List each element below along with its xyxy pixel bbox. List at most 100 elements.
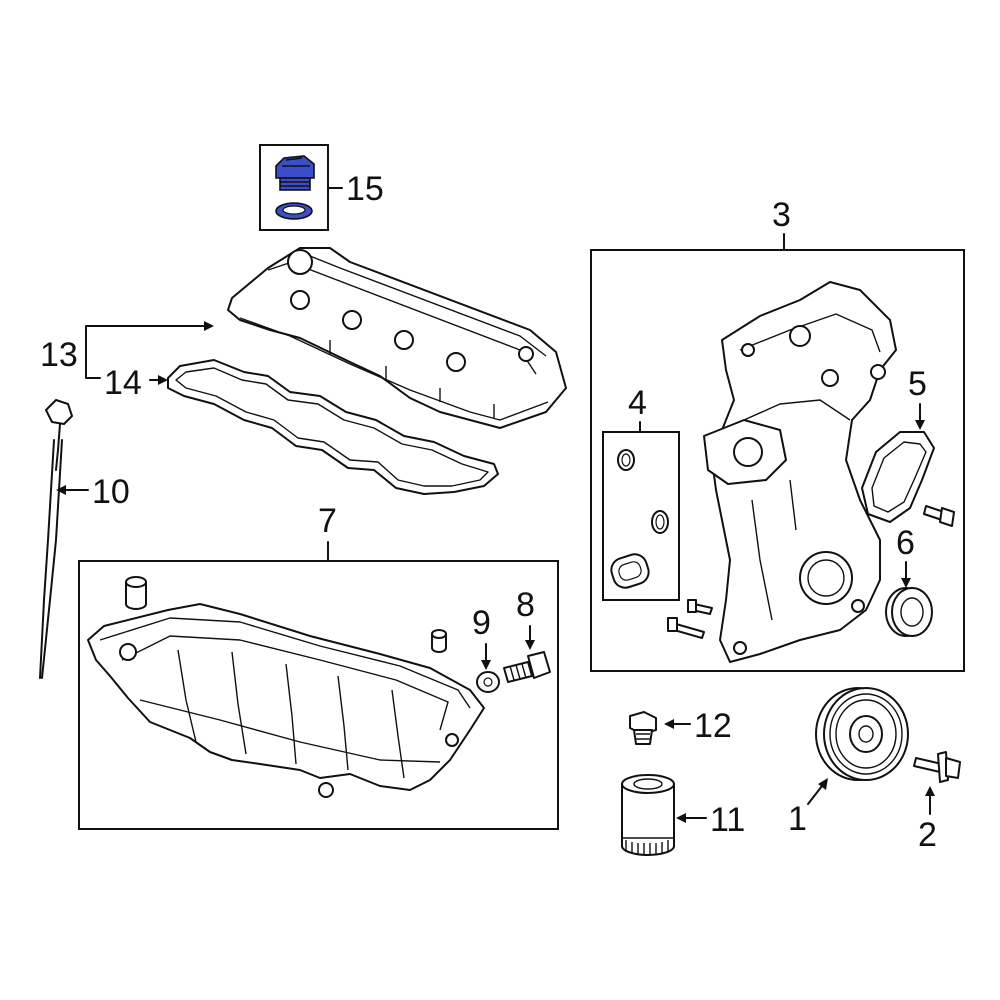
filter-can bbox=[621, 783, 675, 856]
o-ring-1-hole bbox=[621, 453, 631, 467]
oil-pan-rim bbox=[99, 617, 471, 709]
arrow-10 bbox=[56, 485, 66, 495]
label-10: 10 bbox=[92, 473, 130, 511]
drain-plug-gasket[interactable] bbox=[476, 671, 500, 693]
plug-head bbox=[527, 651, 551, 679]
oil-filler-cap[interactable] bbox=[259, 144, 329, 231]
bracket-13 bbox=[85, 325, 207, 379]
pulley-groove-2 bbox=[835, 699, 897, 769]
plug-well-1 bbox=[290, 290, 310, 310]
cover-boss-1 bbox=[789, 325, 811, 347]
o-ring-set[interactable] bbox=[608, 449, 669, 591]
label-6: 6 bbox=[896, 524, 915, 562]
label-2: 2 bbox=[918, 816, 937, 854]
oil-pan-hole-3 bbox=[445, 733, 459, 747]
label-15: 15 bbox=[346, 170, 384, 208]
pulley-groove-1 bbox=[829, 693, 903, 775]
valve-cover-gasket[interactable] bbox=[167, 359, 499, 495]
arrow-5 bbox=[915, 420, 925, 430]
cap-grip bbox=[282, 157, 310, 167]
oil-pan-sump-line bbox=[139, 699, 441, 763]
valve-cover[interactable] bbox=[227, 247, 567, 429]
oil-pan-inner-rim bbox=[121, 635, 449, 731]
arrow-8 bbox=[525, 640, 535, 650]
plate-body bbox=[861, 431, 935, 523]
switch-thread-lines bbox=[636, 733, 650, 740]
filler-neck bbox=[287, 249, 313, 275]
plate-bolt-head bbox=[939, 507, 955, 527]
pan-dowel-2[interactable] bbox=[431, 629, 447, 653]
cover-boss-2 bbox=[821, 369, 839, 387]
plate-inner bbox=[871, 441, 927, 513]
timing-cover-upper-rib bbox=[739, 313, 881, 353]
plug-well-2 bbox=[342, 310, 362, 330]
arrow-13 bbox=[204, 321, 214, 331]
dipstick-handle bbox=[45, 399, 73, 425]
arrow-6 bbox=[901, 578, 911, 588]
dowel-1-top bbox=[125, 576, 147, 588]
arrow-12 bbox=[664, 719, 674, 729]
washer-hole bbox=[483, 677, 493, 687]
oil-pan-hole-1 bbox=[119, 643, 137, 661]
o-ring-frame bbox=[602, 431, 680, 601]
label-12: 12 bbox=[694, 707, 732, 745]
plug-threads bbox=[509, 663, 527, 681]
label-8: 8 bbox=[516, 586, 535, 624]
label-3: 3 bbox=[772, 196, 791, 234]
valve-cover-bosses bbox=[329, 340, 495, 418]
oil-pan-frame bbox=[78, 560, 559, 830]
o-ring-2-hole bbox=[655, 514, 665, 530]
bolt-2-shank bbox=[673, 623, 705, 639]
switch-thread bbox=[633, 729, 653, 745]
label-5: 5 bbox=[908, 365, 927, 403]
plug-well-4 bbox=[446, 352, 466, 372]
cap-top bbox=[275, 155, 315, 179]
pan-dowel-1[interactable] bbox=[125, 576, 147, 610]
plate-bolt[interactable] bbox=[923, 505, 955, 527]
filter-top bbox=[621, 774, 675, 794]
label-1: 1 bbox=[788, 800, 807, 838]
oil-pan-ribs bbox=[177, 649, 405, 779]
pulley-bore bbox=[858, 725, 874, 743]
dipstick-neck bbox=[55, 423, 61, 471]
label-4: 4 bbox=[628, 384, 647, 422]
timing-cover[interactable] bbox=[703, 281, 897, 663]
filter-thread-ring bbox=[633, 778, 663, 790]
filter-grip-ridges bbox=[622, 837, 674, 855]
arrow-11 bbox=[676, 813, 686, 823]
cover-boss-3 bbox=[870, 364, 886, 380]
cover-plate[interactable] bbox=[861, 431, 935, 523]
port-bore bbox=[733, 437, 763, 467]
oil-pan[interactable] bbox=[87, 603, 485, 798]
arrow-14 bbox=[158, 375, 168, 385]
crankshaft-seal[interactable] bbox=[885, 587, 933, 637]
seal-bore bbox=[900, 597, 924, 627]
label-9: 9 bbox=[472, 604, 491, 642]
label-13: 13 bbox=[40, 336, 78, 374]
cover-boss-5 bbox=[733, 641, 747, 655]
label-7: 7 bbox=[318, 502, 337, 540]
cover-bolt-1[interactable] bbox=[687, 599, 713, 615]
label-14: 14 bbox=[104, 364, 142, 402]
cover-boss-6 bbox=[851, 599, 865, 613]
dipstick[interactable] bbox=[39, 399, 73, 679]
cap-thread bbox=[279, 177, 311, 191]
plug-well-3 bbox=[394, 330, 414, 350]
cover-boss-4 bbox=[741, 343, 755, 357]
pulley-bolt[interactable] bbox=[913, 751, 961, 783]
dowel-2-top bbox=[431, 629, 447, 639]
bolt-1-head bbox=[687, 599, 697, 613]
crankshaft-pulley[interactable] bbox=[815, 687, 909, 781]
switch-hex bbox=[629, 711, 657, 735]
cover-bolt-2[interactable] bbox=[667, 617, 705, 639]
timing-cover-frame bbox=[590, 249, 965, 672]
pressure-switch[interactable] bbox=[629, 711, 657, 745]
o-ring-3-hole bbox=[618, 561, 642, 581]
oil-pan-body bbox=[87, 603, 485, 791]
drain-plug[interactable] bbox=[503, 651, 551, 683]
cap-thread-lines bbox=[280, 181, 310, 187]
leader-1 bbox=[807, 785, 823, 805]
crank-seal-bore-inner bbox=[807, 559, 845, 597]
oil-filter[interactable] bbox=[621, 774, 675, 856]
